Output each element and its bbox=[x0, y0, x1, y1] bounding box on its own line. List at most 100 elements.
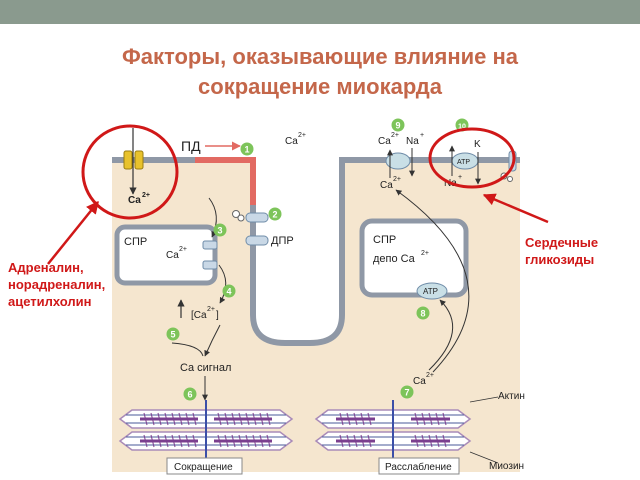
step-badge-number: 7 bbox=[404, 388, 409, 398]
right-annotation-line-2: гликозиды bbox=[525, 252, 594, 267]
step-badges: 1 2 3 4 5 6 7 8 9 10 bbox=[166, 118, 469, 401]
exchanger-sodium-label: Na bbox=[406, 136, 419, 147]
crossbridge bbox=[266, 412, 271, 426]
signal-convergence-left bbox=[171, 342, 204, 357]
crossbridge bbox=[178, 434, 183, 448]
actin-label: Актин bbox=[498, 391, 525, 402]
crossbridge bbox=[266, 434, 271, 448]
crossbridge bbox=[245, 434, 250, 448]
slide-title-line-2: сокращение миокарда bbox=[198, 74, 442, 99]
crossbridge bbox=[192, 412, 197, 426]
pump-potassium-label: K bbox=[474, 139, 481, 150]
step-badge-number: 5 bbox=[170, 330, 175, 340]
step-badge-number: 10 bbox=[458, 124, 466, 131]
pump-sodium-charge: + bbox=[458, 174, 462, 181]
crossbridge bbox=[442, 434, 447, 448]
crossbridge bbox=[428, 434, 433, 448]
crossbridge bbox=[353, 412, 358, 426]
step-badge-circle bbox=[416, 306, 430, 320]
crossbridge bbox=[339, 412, 344, 426]
step-badge-6: 6 bbox=[183, 387, 197, 401]
crossbridge bbox=[164, 412, 169, 426]
calcium-reuptake-arrow-2 bbox=[395, 189, 470, 373]
crossbridge bbox=[157, 434, 162, 448]
step-badge-4: 4 bbox=[222, 284, 236, 298]
myosin-label: Миозин bbox=[489, 461, 524, 472]
crossbridge bbox=[428, 412, 433, 426]
relaxation-label: Расслабление bbox=[385, 461, 452, 473]
crossbridge bbox=[171, 434, 176, 448]
crossbridge bbox=[192, 434, 197, 448]
calcium-channel-highlight-circle bbox=[81, 124, 179, 220]
crossbridge bbox=[231, 434, 236, 448]
step-badge-circle bbox=[268, 207, 282, 221]
step-badge-number: 2 bbox=[272, 210, 277, 220]
crossbridge bbox=[224, 434, 229, 448]
crossbridge bbox=[259, 412, 264, 426]
slide-title-line-1: Факторы, оказывающие влияние на bbox=[121, 44, 519, 69]
step-badge-8: 8 bbox=[416, 306, 430, 320]
crossbridge bbox=[245, 412, 250, 426]
left-annotation-line-1: Адреналин, bbox=[8, 260, 84, 275]
cytosolic-calcium-charge: 2+ bbox=[393, 176, 401, 183]
exchanger-sodium-charge: + bbox=[420, 132, 424, 139]
step-badge-circle bbox=[166, 327, 180, 341]
step-badge-number: 9 bbox=[395, 121, 400, 131]
cytosolic-calcium-label: Ca bbox=[380, 180, 393, 191]
action-potential-membrane-segment bbox=[195, 157, 256, 205]
calcium-concentration-charge: 2+ bbox=[207, 306, 215, 313]
crossbridge bbox=[252, 412, 257, 426]
crossbridge bbox=[346, 412, 351, 426]
top-band bbox=[0, 0, 640, 24]
left-annotation-line-2: норадреналин, bbox=[8, 277, 105, 292]
crossbridge bbox=[421, 412, 426, 426]
relaxation-label-box: Расслабление bbox=[378, 457, 460, 475]
left-annotation-arrow bbox=[47, 201, 99, 265]
spr-right-label: СПР bbox=[373, 234, 396, 246]
step-badge-circle bbox=[213, 223, 227, 237]
slide-title: Факторы, оказывающие влияние на сокращен… bbox=[0, 42, 640, 102]
crossbridge bbox=[238, 434, 243, 448]
crossbridge bbox=[164, 434, 169, 448]
right-annotation-arrow bbox=[482, 193, 549, 224]
crossbridge bbox=[367, 434, 372, 448]
calcium-label: Ca bbox=[128, 195, 141, 206]
crossbridge bbox=[171, 412, 176, 426]
crossbridge bbox=[346, 434, 351, 448]
calcium-channel-icon bbox=[123, 150, 144, 170]
calcium-concentration-open: [Ca bbox=[191, 310, 207, 321]
contraction-label-box: Сокращение bbox=[166, 457, 243, 475]
sr-release-arrow bbox=[208, 197, 217, 238]
step-badge-3: 3 bbox=[213, 223, 227, 237]
step-badge-number: 1 bbox=[244, 145, 249, 155]
sarcomere-relaxed bbox=[314, 400, 472, 458]
step-badge-7: 7 bbox=[400, 385, 414, 399]
crossbridge bbox=[435, 412, 440, 426]
crossbridge bbox=[217, 412, 222, 426]
relaxation-calcium-label: Ca bbox=[413, 376, 426, 387]
myosin-pointer bbox=[469, 451, 499, 464]
extracellular-calcium-charge: 2+ bbox=[298, 132, 306, 139]
step-badge-circle bbox=[400, 385, 414, 399]
step-badge-2: 2 bbox=[268, 207, 282, 221]
sodium-potassium-pump-icon: ATP bbox=[451, 152, 479, 170]
step-badge-circle bbox=[391, 118, 405, 132]
step-badge-number: 6 bbox=[187, 390, 192, 400]
serca-pump-icon: ATP bbox=[416, 282, 448, 300]
crossbridge bbox=[421, 434, 426, 448]
spr-left-label: СПР bbox=[124, 236, 147, 248]
calcium-concentration-close: ] bbox=[216, 310, 219, 321]
crossbridge bbox=[339, 434, 344, 448]
crossbridge bbox=[442, 412, 447, 426]
extracellular-calcium-label: Ca bbox=[285, 136, 298, 147]
step-badge-9: 9 bbox=[391, 118, 405, 132]
dpr-label: ДПР bbox=[271, 235, 294, 247]
ryanodine-receptor-icon bbox=[202, 240, 218, 270]
step-badge-circle bbox=[222, 284, 236, 298]
actin-pointer bbox=[469, 396, 499, 403]
crossbridge bbox=[185, 412, 190, 426]
contraction-label: Сокращение bbox=[174, 462, 233, 473]
sarcoplasmic-reticulum-right bbox=[359, 218, 469, 298]
relaxation-calcium-charge: 2+ bbox=[426, 372, 434, 379]
